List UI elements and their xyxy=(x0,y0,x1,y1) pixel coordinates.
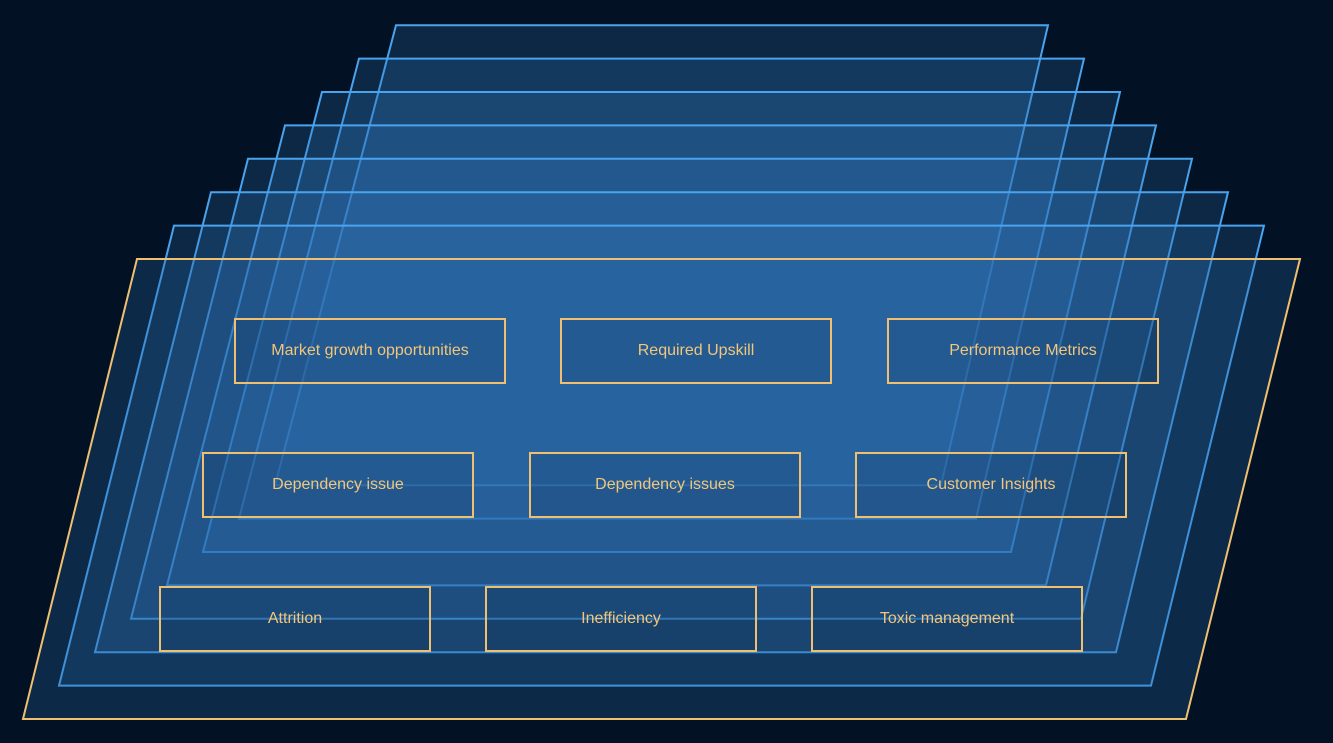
front-layer xyxy=(21,258,1302,720)
box-market-growth-opportunities: Market growth opportunities xyxy=(234,318,506,384)
back-layer-1 xyxy=(57,224,1266,687)
box-toxic-management: Toxic management xyxy=(811,586,1083,652)
back-layer-7 xyxy=(273,24,1050,487)
back-layer-5 xyxy=(201,91,1122,553)
box-customer-insights: Customer Insights xyxy=(855,452,1127,518)
box-performance-metrics: Performance Metrics xyxy=(887,318,1159,384)
box-dependency-issue: Dependency issue xyxy=(202,452,474,518)
back-layer-6 xyxy=(237,57,1086,520)
back-layer-2 xyxy=(93,191,1230,654)
box-attrition: Attrition xyxy=(159,586,431,652)
back-layer-4 xyxy=(165,124,1158,587)
box-inefficiency: Inefficiency xyxy=(485,586,757,652)
box-dependency-issues: Dependency issues xyxy=(529,452,801,518)
box-required-upskill: Required Upskill xyxy=(560,318,832,384)
